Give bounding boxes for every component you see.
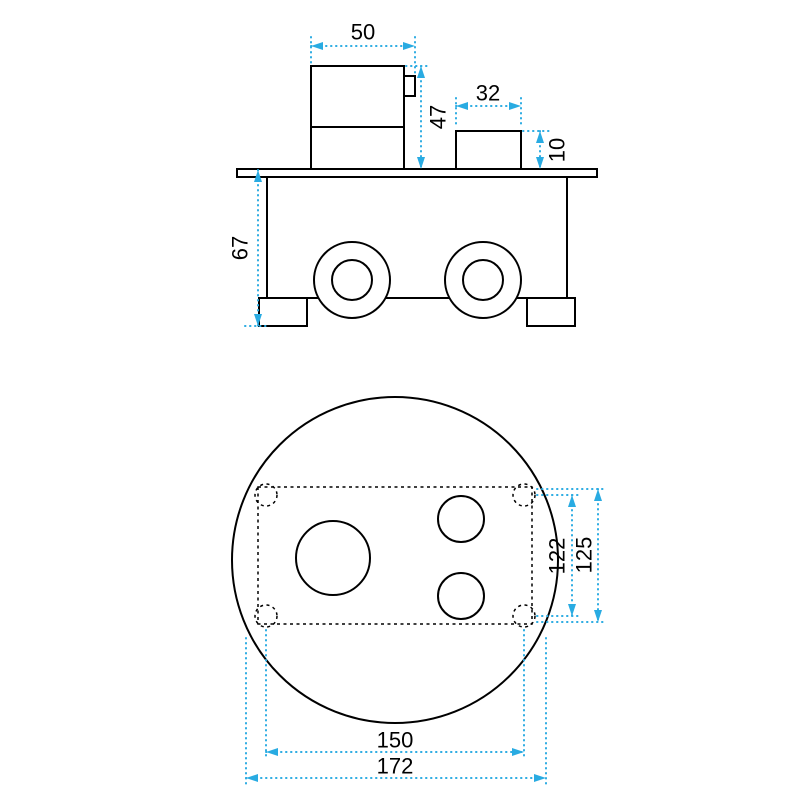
dim-arrow-67-top xyxy=(254,170,262,182)
dim-arrow-50-left xyxy=(311,42,323,50)
mounting-foot-left xyxy=(258,297,308,327)
corner-hole-top-left xyxy=(254,483,278,507)
valve-hole-top xyxy=(437,495,485,543)
dim-label-172: 172 xyxy=(377,754,414,779)
spout-stub xyxy=(455,130,522,170)
dim-arrow-125-bottom xyxy=(594,610,602,622)
dim-arrow-122-bottom xyxy=(568,604,576,616)
mounting-rect xyxy=(257,486,533,625)
dim-arrow-32-right xyxy=(509,102,521,110)
knob-outer-left xyxy=(313,241,391,319)
corner-hole-bottom-right xyxy=(512,604,536,628)
dim-arrow-125-top xyxy=(594,489,602,501)
faceplate-circle xyxy=(231,396,559,724)
dim-arrow-10-top xyxy=(536,131,544,143)
valve-hole-main xyxy=(295,520,371,596)
dim-10-group: 10 xyxy=(522,130,570,170)
dim-arrow-150-left xyxy=(266,748,278,756)
knob-inner-left xyxy=(331,259,373,301)
dim-arrow-172-right xyxy=(534,774,546,782)
dim-arrow-172-left xyxy=(246,774,258,782)
dim-label-125: 125 xyxy=(572,537,597,574)
valve-hole-bottom xyxy=(437,572,485,620)
dim-arrow-47-bottom xyxy=(417,157,425,169)
knob-inner-right xyxy=(462,259,504,301)
dim-172-group: 172 xyxy=(245,637,547,786)
dim-50-group: 50 xyxy=(310,20,416,75)
corner-hole-bottom-left xyxy=(254,604,278,628)
dim-arrow-150-right xyxy=(512,748,524,756)
side-view: 50 47 32 10 xyxy=(228,20,598,327)
dim-arrow-50-right xyxy=(403,42,415,50)
dim-arrow-32-left xyxy=(456,102,468,110)
dim-67-group: 67 xyxy=(228,169,271,327)
mounting-foot-right xyxy=(526,297,576,327)
dim-label-150: 150 xyxy=(377,728,414,753)
dim-150-group: 150 xyxy=(265,629,525,760)
dim-label-47: 47 xyxy=(426,105,451,129)
dim-47-group: 47 xyxy=(405,65,451,170)
dim-arrow-47-top xyxy=(417,66,425,78)
corner-hole-top-right xyxy=(512,483,536,507)
dim-label-10: 10 xyxy=(545,138,570,162)
dim-arrow-122-top xyxy=(568,495,576,507)
dim-label-122: 122 xyxy=(545,538,570,575)
knob-outer-right xyxy=(444,241,522,319)
valve-body xyxy=(310,65,405,170)
mounting-plate xyxy=(236,168,598,178)
valve-stem xyxy=(403,75,416,97)
dim-arrow-10-bottom xyxy=(536,157,544,169)
dim-label-50: 50 xyxy=(351,20,375,45)
dim-arrow-67-bottom xyxy=(254,314,262,326)
dim-label-67: 67 xyxy=(228,236,253,260)
dim-32-group: 32 xyxy=(455,81,522,127)
dim-label-32: 32 xyxy=(476,81,500,106)
face-view: 122 125 150 172 xyxy=(231,396,608,786)
dim-122-group: 122 xyxy=(536,494,582,617)
dim-125-group: 125 xyxy=(536,488,608,623)
